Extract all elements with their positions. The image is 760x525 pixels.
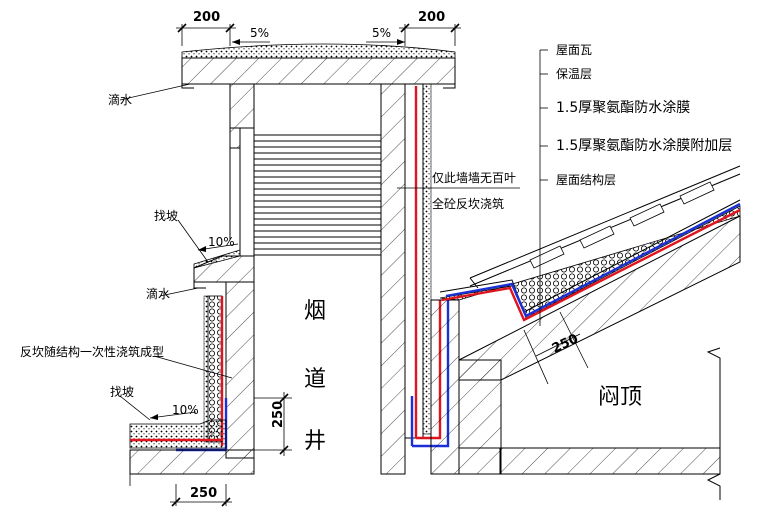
slope-upper-mark: 10% bbox=[197, 235, 239, 252]
callout-slope-lower: 找坡 bbox=[110, 385, 151, 421]
legend-item-additional-layer: 1.5厚聚氨酯防水涂膜附加层 bbox=[556, 138, 732, 154]
dim-step-height-text: 250 bbox=[271, 401, 286, 428]
right-wall bbox=[380, 83, 424, 475]
cap-slope-left-text: 5% bbox=[250, 26, 269, 40]
cap-slope-right: 5% bbox=[366, 26, 405, 45]
louver-vent bbox=[254, 134, 381, 260]
slope-upper-text: 10% bbox=[208, 235, 235, 249]
drip-upper-label: 滴水 bbox=[108, 92, 132, 107]
legend-item-insulation: 保温层 bbox=[556, 67, 592, 81]
shaft-char-1: 烟 bbox=[304, 299, 326, 324]
legend-item-structure: 屋面结构层 bbox=[556, 172, 616, 187]
cap-slope-right-text: 5% bbox=[372, 26, 391, 40]
sloped-roof bbox=[439, 165, 741, 381]
break-line-upper bbox=[706, 347, 721, 448]
dimension-bottom: 250 bbox=[170, 484, 232, 507]
slope-lower-text: 10% bbox=[172, 403, 199, 417]
wall-note-line2: 全砼反坎浇筑 bbox=[432, 196, 504, 211]
dim-bottom-text: 250 bbox=[190, 486, 217, 501]
left-upper-step bbox=[193, 249, 255, 289]
cap-slope-left: 5% bbox=[232, 26, 270, 45]
callout-curb: 反坎随结构一次性浇筑成型 bbox=[20, 344, 233, 379]
wall-note-line1: 仅此墙墙无百叶 bbox=[432, 171, 516, 185]
dim-top-left-text: 200 bbox=[193, 10, 220, 25]
slope-upper-label: 找坡 bbox=[154, 209, 178, 223]
dim-top-right-text: 200 bbox=[418, 10, 445, 25]
dimension-top-right: 200 bbox=[399, 10, 461, 46]
shaft-char-2: 道 bbox=[304, 367, 326, 392]
left-wall-lower bbox=[203, 281, 255, 459]
legend: 屋面瓦 保温层 1.5厚聚氨酯防水涂膜 1.5厚聚氨酯防水涂膜附加层 屋面结构层 bbox=[556, 43, 732, 187]
shaft-char-3: 井 bbox=[304, 429, 326, 454]
callout-slope-upper: 找坡 bbox=[154, 209, 209, 263]
dimension-top-left: 200 bbox=[176, 10, 236, 46]
drip-middle-label: 滴水 bbox=[146, 286, 170, 301]
legend-leader bbox=[539, 49, 548, 326]
left-wall-upper bbox=[229, 83, 255, 257]
chimney-cap bbox=[181, 43, 456, 89]
ceiling-label: 闷顶 bbox=[598, 385, 642, 410]
slope-lower-label: 找坡 bbox=[110, 385, 134, 399]
callout-wall-note: 仅此墙墙无百叶 全砼反坎浇筑 bbox=[397, 171, 520, 211]
legend-item-membrane: 1.5厚聚氨酯防水涂膜 bbox=[556, 100, 690, 116]
callout-drip-upper: 滴水 bbox=[108, 83, 191, 107]
dimension-step-height: 250 bbox=[254, 392, 292, 456]
right-curb bbox=[430, 299, 721, 475]
slope-lower-mark: 10% bbox=[149, 403, 199, 420]
legend-item-tile: 屋面瓦 bbox=[556, 43, 592, 57]
curb-note-label: 反坎随结构一次性浇筑成型 bbox=[20, 344, 164, 359]
callout-drip-middle: 滴水 bbox=[146, 286, 199, 301]
break-line-lower bbox=[706, 473, 721, 500]
left-roof-base bbox=[129, 419, 255, 486]
